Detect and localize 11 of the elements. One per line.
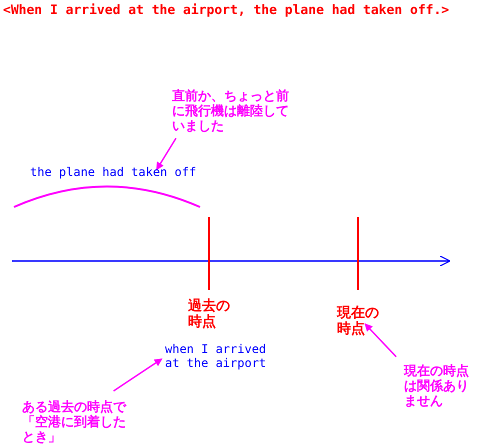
title: <When I arrived at the airport, the plane had taken off.> [3, 3, 450, 18]
phrase-label: the plane had taken off [30, 166, 196, 180]
callout-note: ある過去の時点で「空港に到着したとき」 [22, 401, 132, 445]
phrase-label: when I arrived at the airport [165, 343, 279, 371]
time-point-label: 現在の時点 [337, 305, 384, 338]
arrow [364, 323, 397, 358]
callout-note: 直前か、ちょっと前に飛行機は離陸していました [172, 90, 293, 135]
arrow [113, 358, 162, 392]
callout-note: 現在の時点は関係ありません [404, 365, 473, 410]
arrow [156, 138, 177, 170]
time-point-label: 過去の時点 [188, 298, 234, 330]
